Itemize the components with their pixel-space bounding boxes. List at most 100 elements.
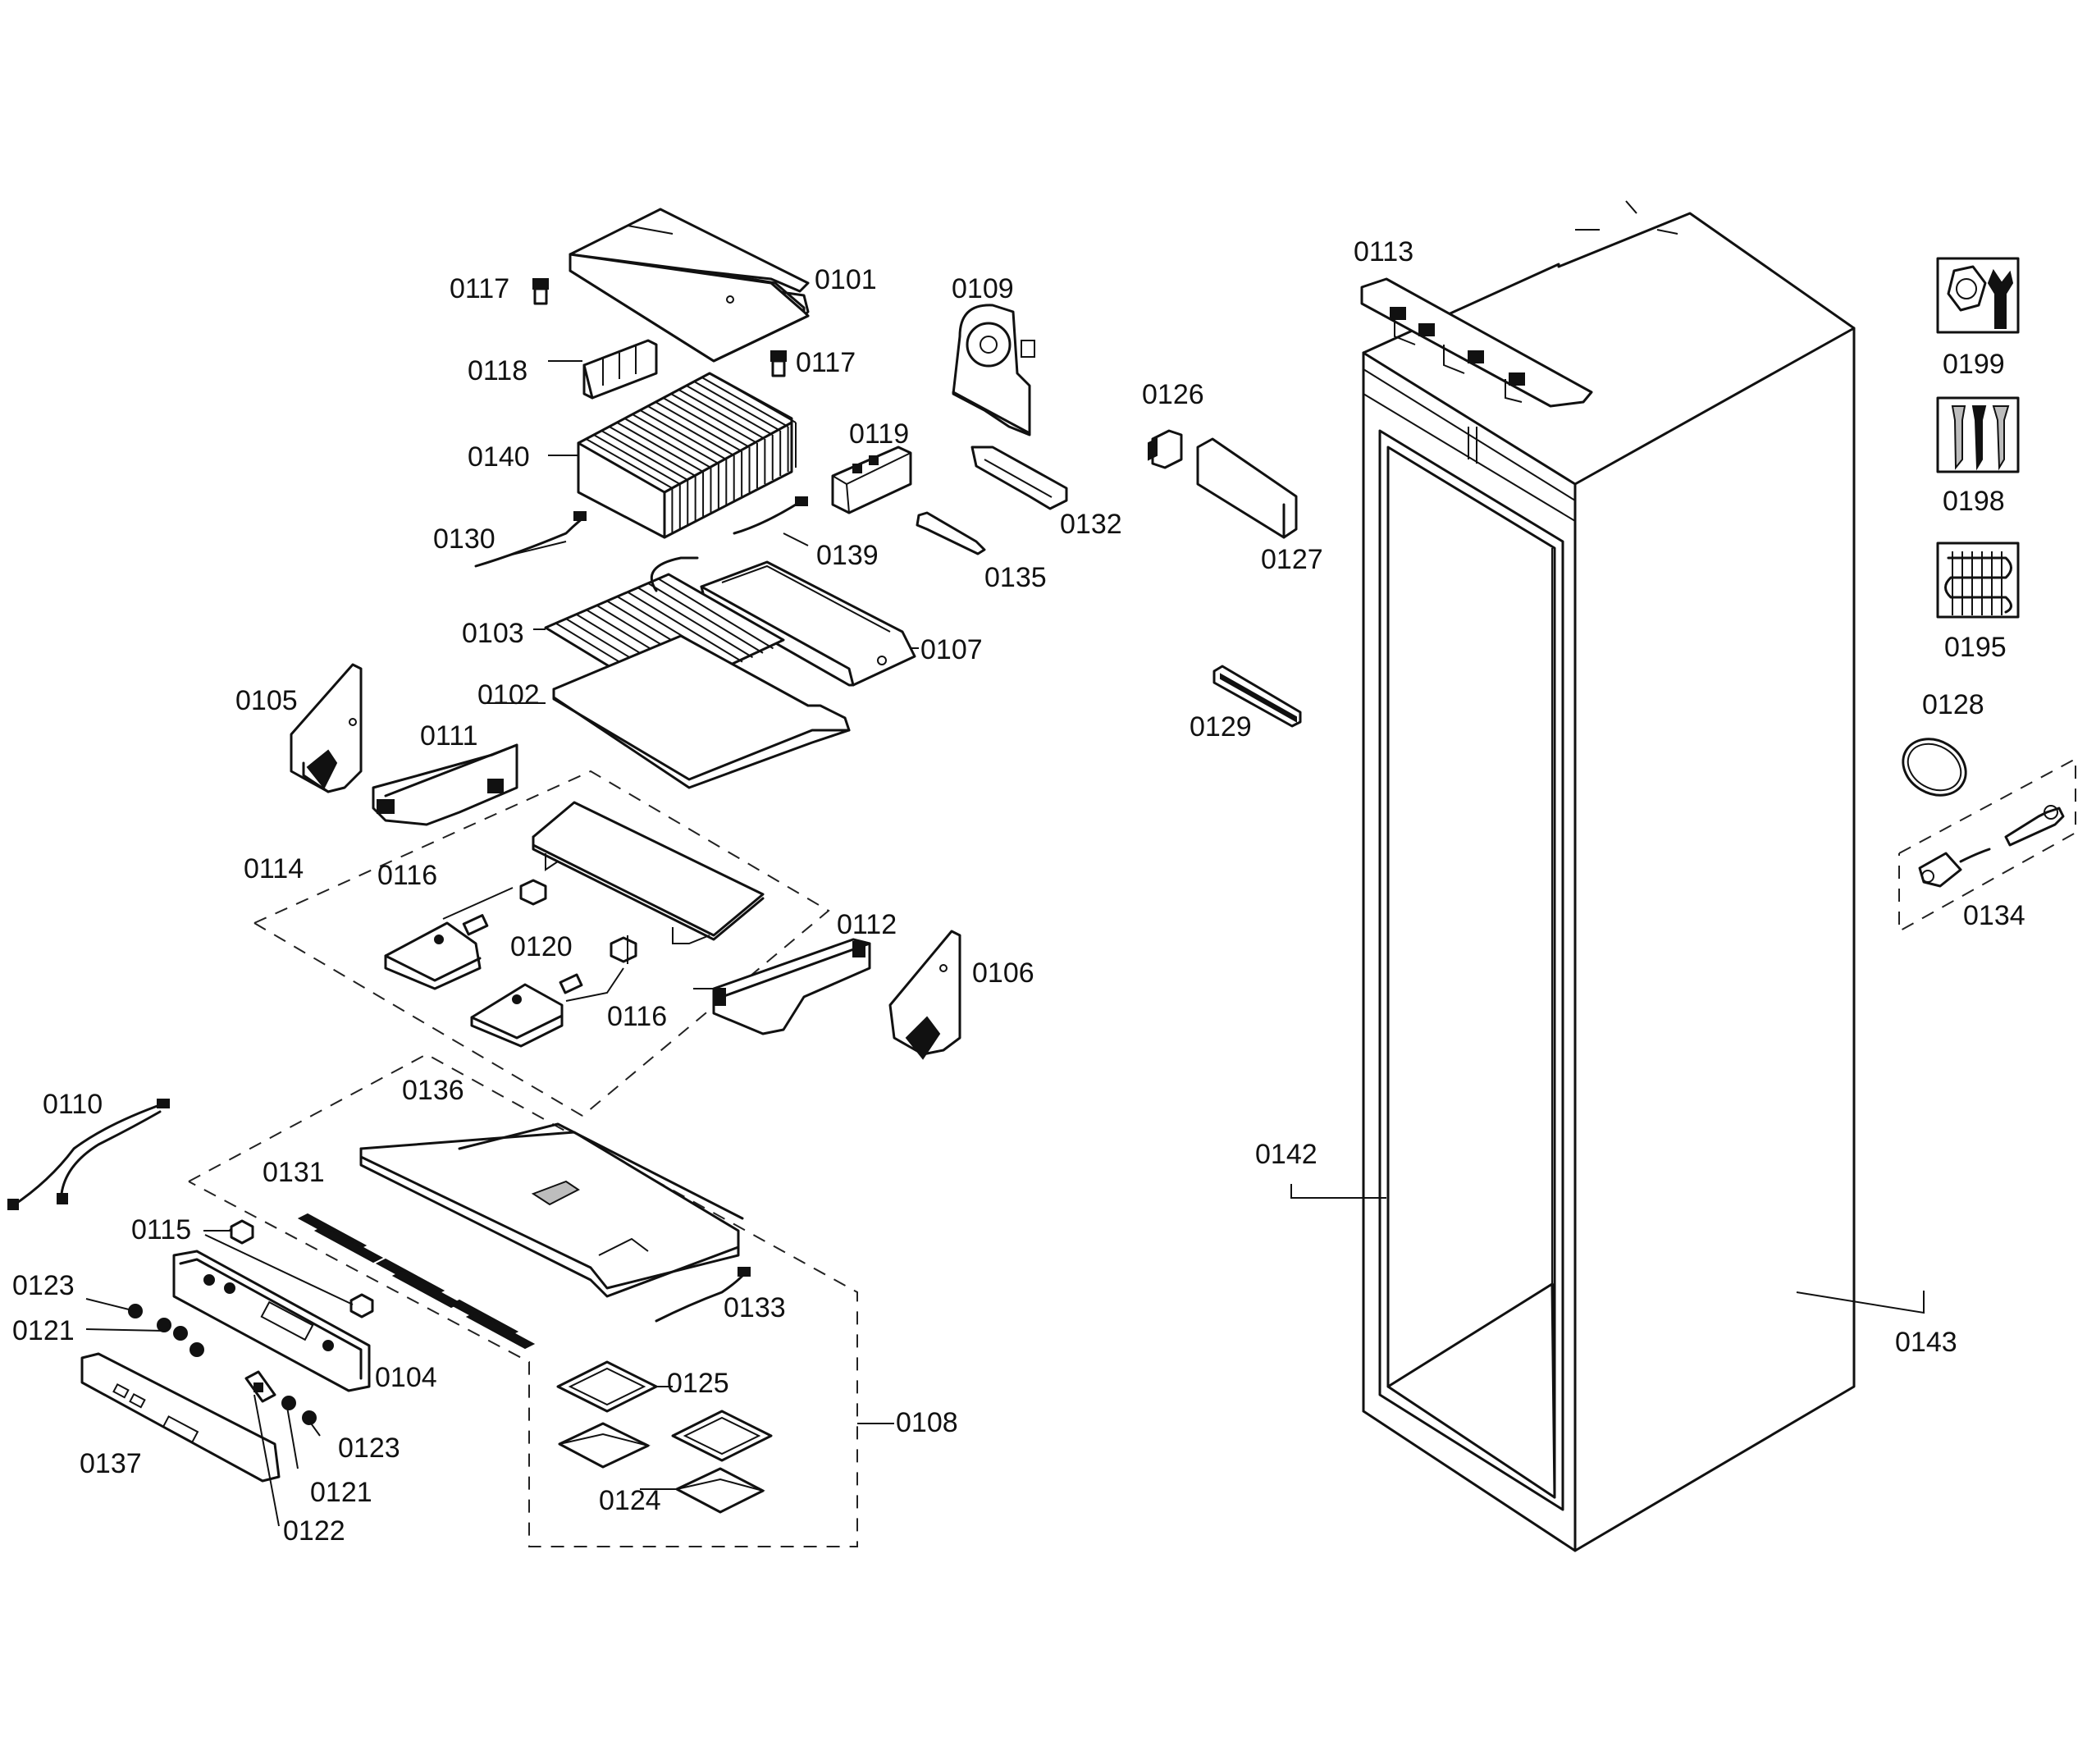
callout-0124: 0124 [599, 1485, 661, 1516]
part-0124-filter-b [675, 1467, 765, 1514]
part-0124-filter-a [558, 1422, 651, 1469]
part-0125-gasket-b [671, 1410, 773, 1462]
part-0113-top-bracket [1360, 277, 1593, 408]
part-0131-diffuser-strips [297, 1213, 536, 1350]
callout-0125: 0125 [667, 1368, 729, 1399]
part-0120-lamp-b [559, 973, 583, 994]
tool-icon [1936, 257, 2020, 334]
callout-0108: 0108 [896, 1407, 958, 1438]
part-0116-socket-b [610, 936, 637, 963]
callout-0130: 0130 [433, 523, 495, 555]
callout-0143: 0143 [1895, 1327, 1957, 1358]
part-0121-screw-b [281, 1396, 296, 1410]
cabinet-top-marks [1575, 200, 1678, 235]
callout-0134: 0134 [1963, 900, 2025, 931]
callout-0136: 0136 [402, 1075, 464, 1106]
callout-0113: 0113 [1354, 236, 1413, 267]
callout-0116-b: 0116 [607, 1001, 667, 1032]
part-0126-switch [1148, 429, 1183, 469]
part-0133-wire [655, 1267, 751, 1323]
part-0104-control-panel [172, 1250, 371, 1392]
callout-0128: 0128 [1922, 689, 1984, 720]
callout-0117-b: 0117 [796, 347, 856, 378]
callout-0120: 0120 [510, 931, 573, 962]
callout-0121-b: 0121 [310, 1477, 372, 1508]
part-0115-knob-b [349, 1293, 374, 1318]
part-0117-screw-b [770, 350, 787, 377]
part-0112-bracket [712, 938, 871, 1035]
part-0132-handle [970, 446, 1068, 510]
part-0116-socket-a [519, 879, 547, 906]
part-0118-bracket [582, 339, 658, 400]
callout-labels: 0101 0102 0103 0104 0105 0106 0107 0108 … [12, 236, 2025, 1547]
part-0125-gasket-a [556, 1360, 658, 1413]
callout-0121-a: 0121 [12, 1315, 75, 1346]
callout-0122: 0122 [283, 1515, 345, 1547]
callout-0102: 0102 [477, 679, 540, 711]
part-0134-damper [1918, 805, 2065, 888]
part-light-cover-a [384, 921, 482, 990]
screw-kit-icon [1936, 396, 2020, 473]
callout-0101: 0101 [815, 264, 877, 295]
callout-0118: 0118 [468, 355, 527, 386]
callout-0132: 0132 [1060, 509, 1122, 540]
part-0106-side-bracket [888, 930, 961, 1060]
callout-0117-a: 0117 [450, 273, 509, 304]
leader-lines [85, 360, 1925, 1527]
part-0117-screw-a [532, 278, 549, 305]
part-0127-panel [1196, 437, 1298, 539]
part-0122-switch [244, 1370, 276, 1403]
callout-0104: 0104 [375, 1362, 437, 1393]
callout-0129: 0129 [1190, 711, 1252, 743]
callout-0127: 0127 [1261, 544, 1323, 575]
callout-0135: 0135 [984, 562, 1047, 593]
part-0137-fascia [80, 1352, 281, 1483]
callout-0195: 0195 [1944, 632, 2007, 663]
part-0111-bracket [372, 743, 518, 826]
part-0140-evaporator [577, 372, 797, 539]
callout-0133: 0133 [724, 1292, 786, 1323]
callout-0131: 0131 [263, 1157, 325, 1188]
callout-0110: 0110 [43, 1089, 103, 1120]
callout-0106: 0106 [972, 957, 1034, 989]
part-0110-wire-harness [7, 1099, 170, 1210]
part-0105-side-bracket [290, 663, 363, 793]
coil-icon [1936, 542, 2020, 619]
part-0123-screw-b [302, 1410, 317, 1425]
part-0121-screws-a [157, 1318, 204, 1357]
part-0135-clip [916, 511, 986, 555]
part-light-cover-b [470, 983, 564, 1048]
part-0115-knob-a [230, 1219, 254, 1245]
callout-0103: 0103 [462, 618, 524, 649]
callout-0137: 0137 [80, 1448, 142, 1479]
part-0129-strip [1212, 665, 1302, 728]
callout-0114: 0114 [244, 853, 304, 884]
callout-0111: 0111 [420, 720, 478, 752]
assembly-boundary-0108 [188, 1053, 858, 1547]
callout-0123-a: 0123 [12, 1270, 75, 1301]
callout-0112: 0112 [837, 909, 897, 940]
part-0130-sensor-wire [474, 511, 587, 568]
part-0102-drip-tray [552, 634, 851, 789]
callout-0105: 0105 [235, 685, 298, 716]
cabinet-body [1362, 212, 1856, 1552]
part-0101-cover [569, 208, 810, 363]
part-0128-ring [1902, 738, 1967, 797]
callout-0109: 0109 [952, 273, 1014, 304]
part-0139-sensor-wire [733, 496, 808, 535]
callout-0199: 0199 [1943, 349, 2005, 380]
part-0136-control-housing [359, 1122, 744, 1298]
part-0109-fan [952, 304, 1035, 436]
callout-0115: 0115 [131, 1214, 191, 1245]
callout-0142: 0142 [1255, 1139, 1318, 1170]
callout-0119: 0119 [849, 418, 909, 450]
callout-0198: 0198 [1943, 486, 2005, 517]
callout-0140: 0140 [468, 441, 530, 473]
assembly-boundary-0114 [253, 770, 830, 1117]
callout-0139: 0139 [816, 540, 879, 571]
callout-0107: 0107 [920, 634, 983, 665]
part-0119-sensor-box [831, 446, 912, 514]
callout-0116-a: 0116 [377, 860, 437, 891]
